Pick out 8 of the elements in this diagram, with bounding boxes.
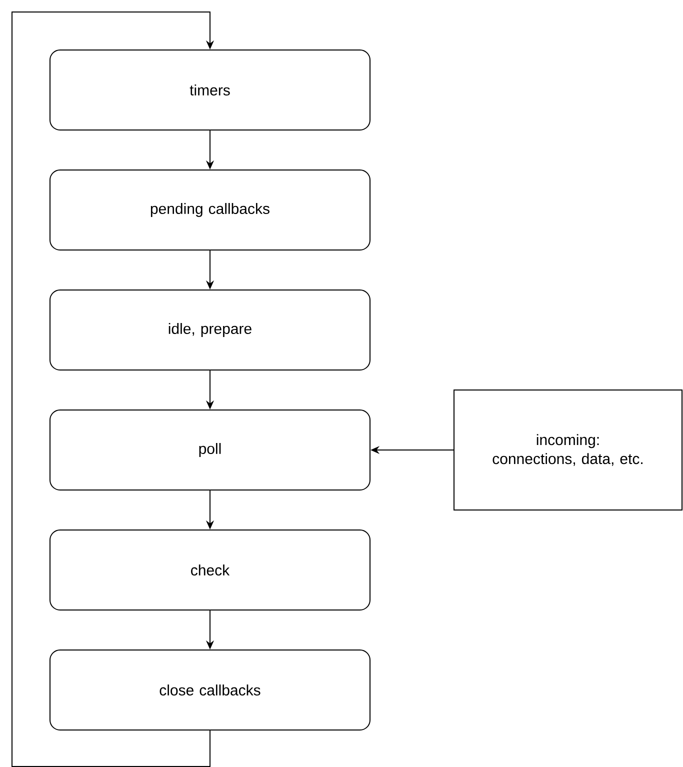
arrow bbox=[12, 12, 214, 767]
process-box: idle, prepare bbox=[50, 290, 370, 370]
process-box: poll bbox=[50, 410, 370, 490]
process-box: timers bbox=[50, 50, 370, 130]
process-box: close callbacks bbox=[50, 650, 370, 730]
process-box: pending callbacks bbox=[50, 170, 370, 250]
process-box: check bbox=[50, 530, 370, 610]
input-box: incoming: connections, data, etc. bbox=[454, 390, 682, 510]
